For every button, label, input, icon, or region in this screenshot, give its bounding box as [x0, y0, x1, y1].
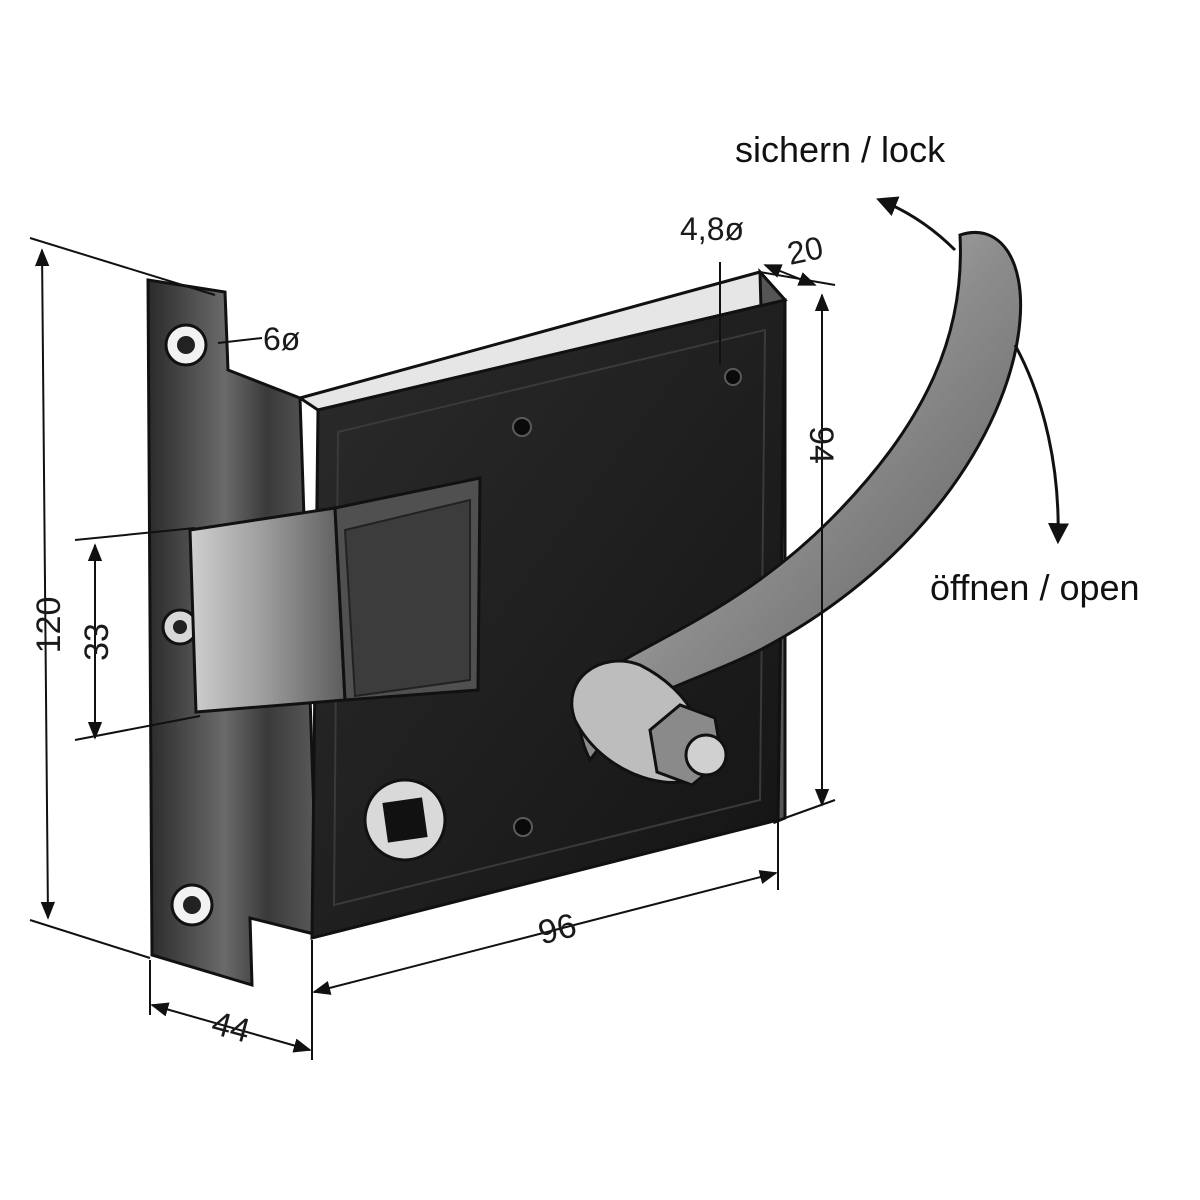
latch-bolt [188, 476, 482, 714]
handle-nut-icon [648, 703, 728, 787]
dim-label-120: 120 [30, 597, 68, 654]
label-open: öffnen / open [930, 567, 1140, 608]
case-hole-top-right [724, 368, 742, 386]
lock-arrow-icon [876, 196, 957, 252]
dimension-lines [29, 237, 836, 1060]
spindle-hole-icon [363, 778, 447, 862]
dim-label-4-8-dia: 4,8ø [680, 211, 744, 247]
label-lock: sichern / lock [735, 129, 946, 170]
dim-line-44 [150, 1002, 312, 1053]
case-hole-bottom [513, 817, 533, 837]
open-arrow-icon [1013, 344, 1069, 545]
dim-label-94: 94 [802, 426, 840, 464]
dim-line-96 [312, 870, 778, 995]
dim-label-96: 96 [534, 906, 580, 952]
dim-label-44: 44 [208, 1004, 254, 1050]
dim-label-20: 20 [784, 229, 826, 272]
dim-label-33: 33 [78, 623, 116, 661]
case-hole-top [512, 417, 532, 437]
dim-line-120 [34, 248, 56, 920]
dim-label-6-dia: 6ø [263, 321, 300, 357]
dim-line-20 [763, 264, 817, 286]
